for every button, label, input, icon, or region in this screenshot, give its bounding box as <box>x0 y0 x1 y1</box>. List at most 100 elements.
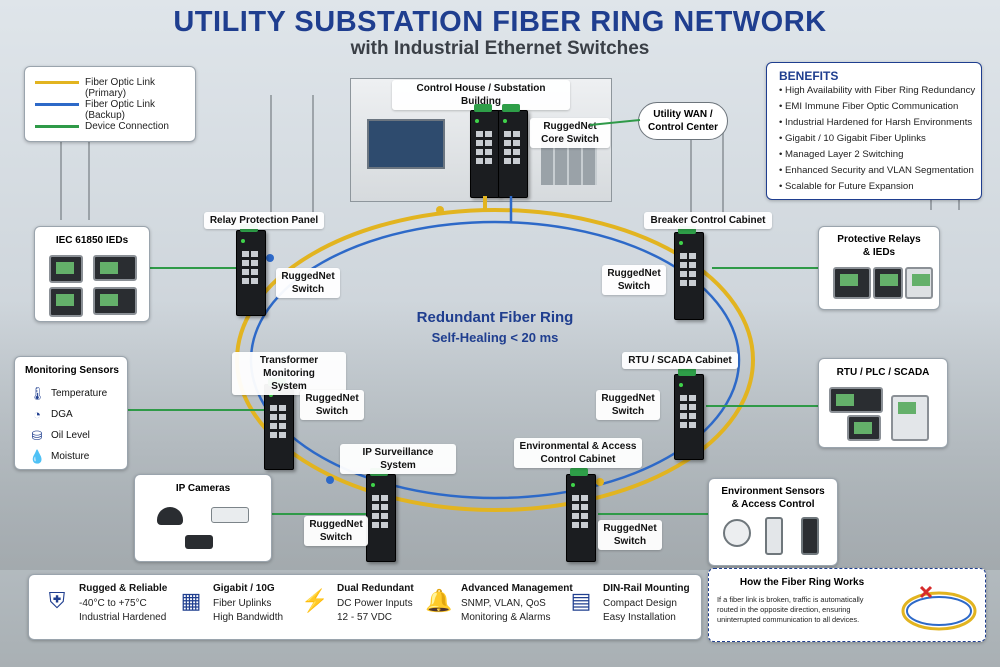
thermometer-icon: 🌡 <box>29 386 46 401</box>
background-tower <box>690 110 724 220</box>
relay-device-icon <box>905 267 933 299</box>
ied-device-icon <box>49 287 83 317</box>
keypad-reader-icon <box>801 517 819 555</box>
sensor-oil-level: ⛁Oil Level <box>29 428 90 443</box>
bullet-camera-icon <box>211 507 249 523</box>
core-switch-b <box>498 104 528 198</box>
access-control-reader-icon <box>765 517 783 555</box>
ring-subtitle: Self-Healing < 20 ms <box>431 330 559 345</box>
iec-61850-card: IEC 61850 IEDs <box>34 226 150 322</box>
ptz-camera-icon <box>185 535 213 549</box>
core-switch-label-line1: RuggedNet <box>543 121 597 132</box>
mini-ring-icon <box>901 585 977 631</box>
legend-primary-label: Fiber Optic Link (Primary) <box>85 77 156 99</box>
feature-fiber-uplinks: ▦ Gigabit / 10G Fiber Uplinks High Bandw… <box>177 575 297 639</box>
core-switch-a <box>470 104 500 198</box>
ied-device-icon <box>93 287 137 315</box>
sensor-moisture: 💧Moisture <box>29 449 90 464</box>
ip-cameras-title: IP Cameras <box>175 483 231 494</box>
protective-relays-card: Protective Relays& IEDs <box>818 226 940 310</box>
rtu-device-icon <box>847 415 881 441</box>
legend-primary-swatch <box>35 81 79 84</box>
page-title: UTILITY SUBSTATION FIBER RING NETWORK <box>173 6 827 38</box>
background-tower <box>270 95 314 225</box>
power-icon: ⚡ <box>301 588 329 613</box>
feature-bar: ⛨ Rugged & Reliable -40°C to +75°C Indus… <box>28 574 702 640</box>
how-ring-works-text: If a fiber link is broken, traffic is au… <box>717 595 864 624</box>
relay-device-icon <box>833 267 871 299</box>
control-house-window <box>367 119 445 169</box>
scada-cabinet-icon <box>891 395 929 441</box>
relay-panel-title: Relay Protection Panel <box>204 212 324 229</box>
feature-din-rail: ▤ DIN-Rail Mounting Compact Design Easy … <box>567 575 693 639</box>
monitoring-sensors-title: Monitoring Sensors <box>25 365 119 376</box>
environment-switch <box>566 468 596 562</box>
how-ring-works-title: How the Fiber Ring Works <box>739 577 865 588</box>
legend-device-label: Device Connection <box>85 121 169 132</box>
benefits-panel: BENEFITS • High Availability with Fiber … <box>766 62 982 200</box>
din-rail-icon: ▤ <box>570 588 592 613</box>
ring-arrow-marker <box>326 476 334 484</box>
benefit-item: • Scalable for Future Expansion <box>779 181 914 192</box>
ptz-dome-camera-icon <box>723 519 751 547</box>
feature-dual-power: ⚡ Dual Redundant DC Power Inputs 12 - 57… <box>301 583 414 623</box>
wan-line1: Utility WAN / <box>653 109 713 120</box>
surveillance-switch <box>366 468 396 562</box>
rtu-plc-scada-title: RTU / PLC / SCADA <box>836 367 930 378</box>
wan-line2: Control Center <box>648 122 718 133</box>
benefit-item: • EMI Immune Fiber Optic Communication <box>779 101 959 112</box>
ring-arrow-marker <box>266 254 274 262</box>
feature-rugged: ⛨ Rugged & Reliable -40°C to +75°C Indus… <box>43 575 173 639</box>
legend-backup-swatch <box>35 103 79 106</box>
oil-level-icon: ⛁ <box>31 428 43 443</box>
ied-device-icon <box>93 255 137 281</box>
droplet-icon: 💧 <box>29 449 46 464</box>
rtu-cabinet-title: RTU / SCADA Cabinet <box>622 352 738 369</box>
link-break-icon <box>919 585 933 599</box>
ring-title: Redundant Fiber Ring <box>416 309 574 326</box>
sensor-temperature: 🌡Temperature <box>29 386 108 401</box>
how-ring-works-panel: How the Fiber Ring Works If a fiber link… <box>708 568 986 642</box>
feature-management: 🔔 Advanced Management SNMP, VLAN, QoS Mo… <box>425 583 573 623</box>
breaker-switch <box>674 226 704 320</box>
iec-61850-title: IEC 61850 IEDs <box>55 235 129 246</box>
fiber-ports-icon: ▦ <box>180 588 202 613</box>
sensor-dga: ◔DGA <box>29 407 73 422</box>
dome-camera-icon <box>157 507 183 525</box>
legend-backup-label: Fiber Optic Link (Backup) <box>85 99 156 121</box>
ring-arrow-marker <box>596 478 604 486</box>
protective-relays-title: Protective Relays& IEDs <box>837 234 921 258</box>
environment-sensors-card: Environment Sensors& Access Control <box>708 478 838 566</box>
wan-cloud: Utility WAN / Control Center <box>638 102 728 140</box>
background-tower <box>60 140 90 220</box>
benefits-title: BENEFITS <box>779 69 839 83</box>
transformer-switch <box>264 378 294 470</box>
benefit-item: • Gigabit / 10 Gigabit Fiber Uplinks <box>779 133 926 144</box>
plc-rack-icon <box>829 387 883 413</box>
benefit-item: • High Availability with Fiber Ring Redu… <box>779 85 976 96</box>
legend-device-swatch <box>35 125 79 128</box>
legend: Fiber Optic Link (Primary) Fiber Optic L… <box>24 66 196 142</box>
ip-cameras-card: IP Cameras <box>134 474 272 562</box>
benefit-item: • Enhanced Security and VLAN Segmentatio… <box>779 165 974 176</box>
benefit-item: • Managed Layer 2 Switching <box>779 149 904 160</box>
gauge-icon: ◔ <box>33 407 41 422</box>
core-switch-label: RuggedNet Core Switch <box>530 118 610 148</box>
rtu-switch <box>674 368 704 460</box>
relay-switch <box>236 224 266 316</box>
page-subtitle: with Industrial Ethernet Switches <box>350 38 650 59</box>
ip-surveillance-title: IP Surveillance System <box>340 444 456 474</box>
shield-check-icon: ⛨ <box>48 588 66 613</box>
monitoring-sensors-card: Monitoring Sensors 🌡Temperature ◔DGA ⛁Oi… <box>14 356 128 470</box>
benefit-item: • Industrial Hardened for Harsh Environm… <box>779 117 973 128</box>
alarm-bell-icon: 🔔 <box>425 588 453 613</box>
breaker-cabinet-title: Breaker Control Cabinet <box>644 212 772 229</box>
